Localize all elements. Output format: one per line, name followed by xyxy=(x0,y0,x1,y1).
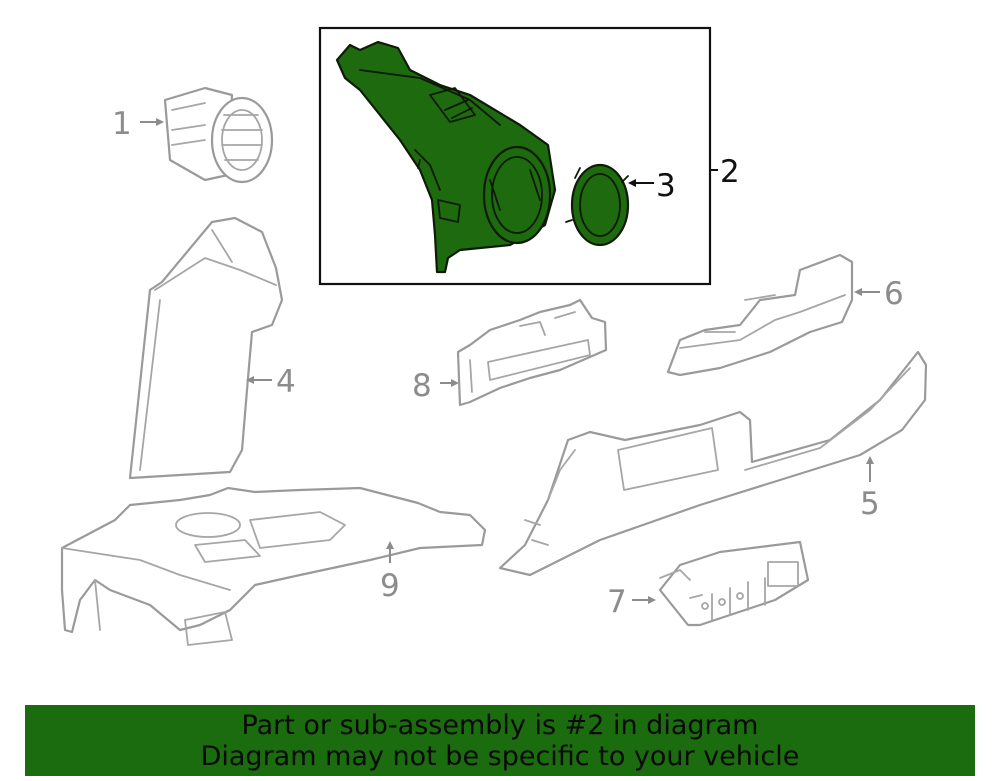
banner-line-2: Diagram may not be specific to your vehi… xyxy=(200,740,800,772)
callout-5: 5 xyxy=(860,486,880,522)
callout-1: 1 xyxy=(112,106,132,142)
part-4-side-panel xyxy=(128,216,284,480)
callout-8: 8 xyxy=(412,368,432,404)
part-1-air-vent xyxy=(163,86,274,184)
part-2-frame xyxy=(318,26,712,286)
part-7-switch-panel xyxy=(658,540,810,627)
callout-4: 4 xyxy=(276,364,296,400)
part-9-console-base xyxy=(60,486,487,646)
part-5-lower-panel xyxy=(498,350,928,577)
callout-3: 3 xyxy=(656,168,676,204)
banner-line-1: Part or sub-assembly is #2 in diagram xyxy=(241,709,759,741)
callout-6: 6 xyxy=(884,276,904,312)
part-2-steering-column-cover xyxy=(335,40,557,274)
part-8-bracket xyxy=(456,298,608,407)
part-6-upper-trim xyxy=(666,253,854,377)
callout-7: 7 xyxy=(607,584,627,620)
callout-9: 9 xyxy=(380,568,400,604)
info-banner: Part or sub-assembly is #2 in diagram Di… xyxy=(25,705,975,776)
part-3-trim-ring xyxy=(565,163,630,247)
parts-diagram: 1 3 2 4 6 xyxy=(60,26,928,646)
callout-2: 2 xyxy=(720,154,740,190)
